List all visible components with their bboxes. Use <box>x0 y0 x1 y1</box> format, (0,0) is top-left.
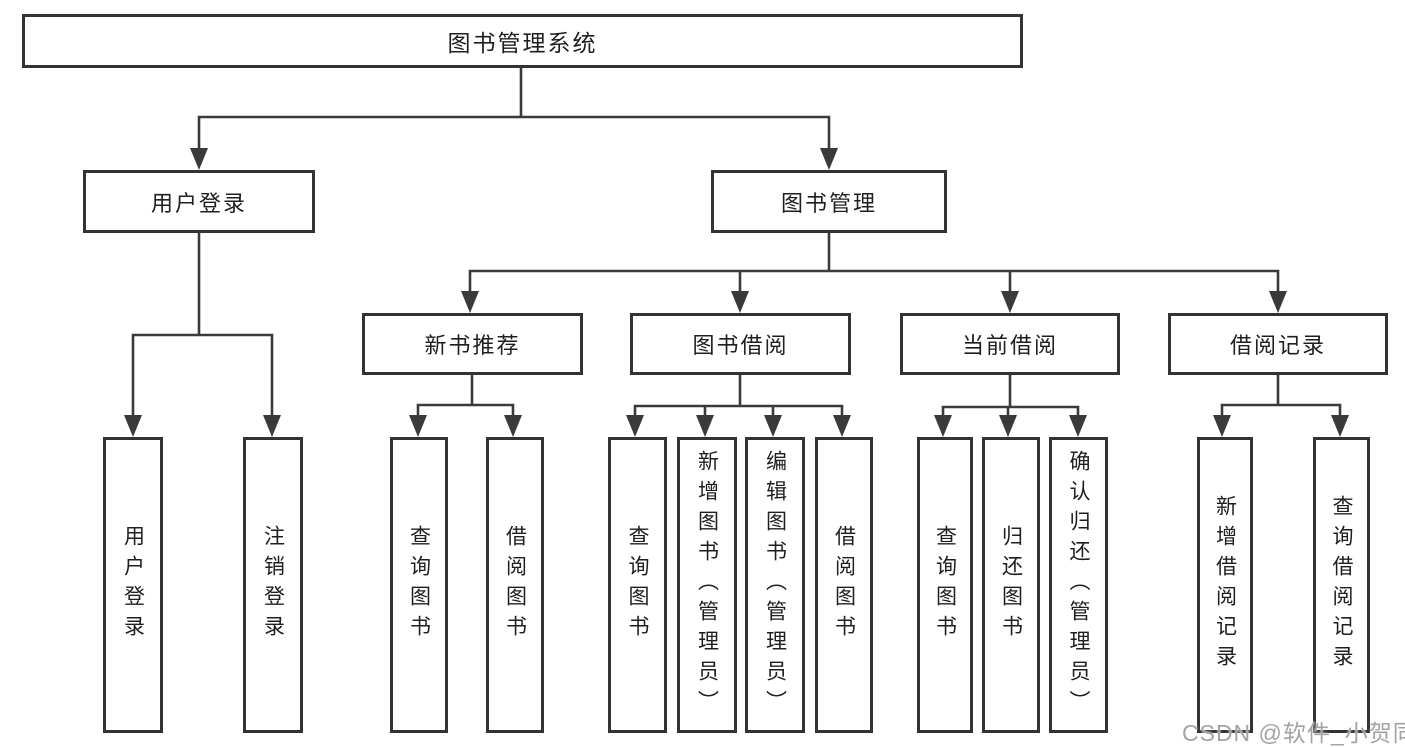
arrow-icon <box>626 415 644 437</box>
node-label: 查询图书 <box>626 525 649 645</box>
node-label: 查询图书 <box>407 525 431 645</box>
arrow-icon <box>190 148 208 170</box>
node-label: 新增图书（管理员） <box>695 450 719 720</box>
node-new-book-recommend: 新书推荐 <box>362 313 583 375</box>
arrow-icon <box>1069 415 1087 437</box>
node-br-query-record: 查询借阅记录 <box>1313 437 1370 733</box>
arrow-icon <box>1269 291 1287 313</box>
connector-borrowrecords-children <box>1220 375 1342 419</box>
node-br-add-record: 新增借阅记录 <box>1197 437 1253 733</box>
arrow-icon <box>1213 415 1231 437</box>
node-label: 确认归还（管理员） <box>1067 450 1090 720</box>
node-label: 图书管理 <box>780 190 877 216</box>
arrow-icon <box>731 291 749 313</box>
arrow-icon <box>999 415 1017 437</box>
watermark: CSDN @软件_小贺同学 <box>1182 720 1405 746</box>
node-cb-query-books: 查询图书 <box>917 437 973 733</box>
node-nbr-query-books: 查询图书 <box>390 437 448 733</box>
connector-newbookrec-children <box>416 375 515 419</box>
connector-bookborrow-children <box>633 375 844 419</box>
connector-userlogin-children <box>131 233 274 419</box>
node-root: 图书管理系统 <box>22 14 1023 68</box>
connector-bookmgmt-children <box>468 233 1280 295</box>
node-bb-borrow-books: 借阅图书 <box>815 437 873 733</box>
node-logout-action: 注销登录 <box>243 437 303 733</box>
node-label: 借阅图书 <box>832 525 856 645</box>
node-label: 借阅记录 <box>1229 333 1326 358</box>
node-bb-add-books-admin: 新增图书（管理员） <box>677 437 737 733</box>
node-borrowing-records: 借阅记录 <box>1168 313 1388 375</box>
node-book-management: 图书管理 <box>711 170 947 233</box>
node-label: 借阅图书 <box>503 525 527 645</box>
arrow-icon <box>461 291 479 313</box>
node-label: 注销登录 <box>261 525 285 645</box>
arrow-icon <box>833 415 851 437</box>
connector-root-to-level2 <box>197 68 831 152</box>
node-label: 图书管理系统 <box>447 30 598 56</box>
node-label: 归还图书 <box>999 525 1023 645</box>
arrow-icon <box>764 415 782 437</box>
arrow-icon <box>1001 291 1019 313</box>
node-user-login: 用户登录 <box>83 170 315 233</box>
arrow-icon <box>1331 415 1349 437</box>
node-label: 当前借阅 <box>961 333 1058 358</box>
node-label: 编辑图书（管理员） <box>763 450 787 720</box>
node-label: 用户登录 <box>150 190 247 216</box>
connector-currentborrow-children <box>941 375 1080 419</box>
arrow-icon <box>263 415 281 437</box>
node-cb-return-books: 归还图书 <box>982 437 1040 733</box>
node-nbr-borrow-books: 借阅图书 <box>486 437 544 733</box>
node-book-borrowing: 图书借阅 <box>630 313 851 375</box>
node-user-login-action: 用户登录 <box>103 437 163 733</box>
arrow-icon <box>124 415 142 437</box>
arrow-icon <box>409 415 427 437</box>
arrow-icon <box>820 148 838 170</box>
arrow-icon <box>934 415 952 437</box>
node-label: 新书推荐 <box>424 333 521 358</box>
node-label: 用户登录 <box>121 525 145 645</box>
node-label: 查询借阅记录 <box>1330 495 1353 675</box>
node-label: 新增借阅记录 <box>1213 495 1237 675</box>
arrow-icon <box>696 415 714 437</box>
node-cb-confirm-return-admin: 确认归还（管理员） <box>1049 437 1108 733</box>
node-bb-query-books: 查询图书 <box>608 437 667 733</box>
node-current-borrowing: 当前借阅 <box>900 313 1120 375</box>
node-label: 查询图书 <box>933 525 957 645</box>
node-label: 图书借阅 <box>692 333 789 358</box>
node-bb-edit-books-admin: 编辑图书（管理员） <box>745 437 805 733</box>
arrow-icon <box>504 415 522 437</box>
